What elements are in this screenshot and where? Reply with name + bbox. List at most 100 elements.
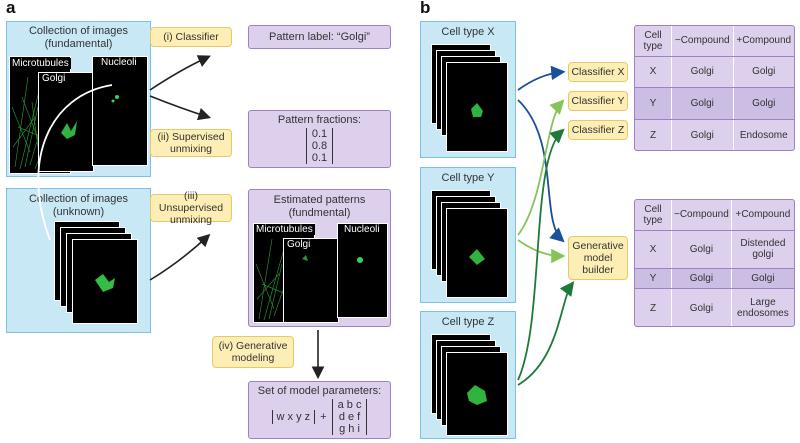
nucleoli-image [92,56,148,166]
arrow-y-to-classifier [517,99,565,236]
estimated-golgi-image [283,238,339,323]
results-table-2-grid: Cell type −Compound +Compound X Golgi Di… [635,200,794,326]
fundamental-title-line1: Collection of images [28,25,129,37]
model-parameters-box: Set of model parameters: w x y z + a b c… [248,381,391,439]
matrix-row-1: a b c [337,399,362,411]
cell-type-y-box: Cell type Y [420,167,516,303]
microtubules-label: Microtubules [10,58,71,69]
unknown-stack-image-4 [72,239,138,324]
golgi-label: Golgi [40,73,68,84]
generative-line2: modeling [231,352,275,364]
parameter-vector: w x y z [271,410,316,424]
table-1-cell: Z [635,119,672,150]
table-2-header-minus: −Compound [671,200,732,231]
unknown-cell-texture [95,274,115,292]
table-2-row-z: Z Golgi Large endosomes [635,288,794,326]
arrow-x-to-classifier [517,65,566,91]
table-1-cell: Endosome [733,119,794,150]
cell-y-texture [469,249,485,265]
cell-type-z-box: Cell type Z [420,311,516,439]
nucleoli-label: Nucleoli [99,57,139,68]
table-2-cell: Golgi [671,230,732,270]
table-2-cell: Y [635,268,672,290]
table-2-header-row: Cell type −Compound +Compound [635,200,794,231]
results-table-1: Cell type −Compound +Compound X Golgi Go… [634,25,795,151]
table-2-cell: Z [635,288,672,326]
unknown-title: Collection of images (unknown) [7,193,150,219]
table-1-row-z: Z Golgi Endosome [635,119,794,150]
cell-x-stack-4 [446,62,508,152]
golgi-image [38,72,94,172]
table-1-header-cell-type: Cell type [635,26,672,57]
unknown-title-line2: (unknown) [52,206,105,218]
unsupervised-line1: (iii) Unsupervised [158,190,224,214]
classifier-y: Classifier Y [568,91,628,111]
table-2-cell: Large endosomes [731,288,794,326]
estimated-title: Estimated patterns (fundmental) [249,194,390,220]
table-2-cell: X [635,230,672,270]
table-1-header-minus: −Compound [671,26,734,57]
unsupervised-unmixing-step: (iii) Unsupervised unmixing [150,190,232,226]
supervised-line1: (ii) Supervised [157,131,225,143]
table-1-cell: Golgi [733,87,794,121]
cell-type-z-title: Cell type Z [441,316,495,328]
results-table-1-grid: Cell type −Compound +Compound X Golgi Go… [635,26,794,150]
pattern-fractions-vector: 0.1 0.8 0.1 [305,128,334,164]
arrow-x-to-builder [517,99,565,243]
estimated-golgi-label: Golgi [285,239,313,250]
results-table-2: Cell type −Compound +Compound X Golgi Di… [634,199,795,327]
model-parameters-title: Set of model parameters: [257,385,382,397]
estimated-microtubules-label: Microtubules [254,224,315,235]
table-2-cell: Golgi [671,268,732,290]
fundamental-title-line2: (fundamental) [44,38,113,50]
pattern-label-box: Pattern label: “Golgi” [248,25,391,49]
parameter-matrix: a b c d e f g h i [331,399,368,435]
generative-model-builder: Generative model builder [568,236,628,280]
table-1-cell: Golgi [671,56,734,89]
estimated-nucleoli-texture [357,257,363,263]
arrow-to-supervised [149,95,212,121]
panel-b-letter: b [420,0,431,17]
panel-a-letter: a [6,0,16,17]
fundamental-title: Collection of images (fundamental) [7,25,150,51]
table-1-cell: Golgi [671,119,734,150]
fraction-value-3: 0.1 [311,152,328,164]
plus-sign: + [320,411,327,423]
builder-line2: model [583,252,613,264]
builder-line1: Generative [572,240,624,252]
table-2-header-cell-type: Cell type [635,200,672,231]
pattern-fractions-title: Pattern fractions: [277,114,362,126]
matrix-row-3: g h i [339,423,360,435]
unknown-title-line1: Collection of images [28,193,129,205]
cell-y-stack-4 [446,208,508,298]
pattern-fractions-box: Pattern fractions: 0.1 0.8 0.1 [248,110,391,168]
supervised-line2: unmixing [169,143,213,155]
table-1-row-x: X Golgi Golgi [635,56,794,89]
arrow-z-to-classifier [517,128,565,381]
fundamental-collection-box: Collection of images (fundamental) Micro… [6,21,151,177]
generative-modeling-step: (iv) Generative modeling [212,336,294,368]
classifier-step: (i) Classifier [150,27,232,47]
table-2-cell: Distended golgi [731,230,794,270]
table-1-cell: Golgi [733,56,794,89]
builder-line3: builder [582,264,614,276]
fraction-value-1: 0.1 [311,128,328,140]
table-1-header-row: Cell type −Compound +Compound [635,26,794,57]
estimated-nucleoli-label: Nucleoli [342,224,382,235]
arrow-z-to-builder [517,281,575,386]
estimated-golgi-texture [302,255,308,261]
estimated-patterns-box: Estimated patterns (fundmental) Microtub… [248,189,391,327]
model-parameters-formula: w x y z + a b c d e f g h i [249,399,390,435]
classifier-x: Classifier X [568,62,628,82]
estimated-title-line1: Estimated patterns [273,194,366,206]
table-2-row-y: Y Golgi Golgi [635,268,794,290]
table-2-cell: Golgi [671,288,732,326]
cell-z-stack-4 [446,352,508,436]
table-2-row-x: X Golgi Distended golgi [635,230,794,270]
nucleoli-texture [111,95,119,103]
table-2-header-plus: +Compound [731,200,794,231]
arrow-to-classifier [149,55,211,91]
cell-type-y-title: Cell type Y [441,172,495,184]
classifier-z: Classifier Z [568,120,628,140]
arrow-y-to-builder [517,239,566,264]
